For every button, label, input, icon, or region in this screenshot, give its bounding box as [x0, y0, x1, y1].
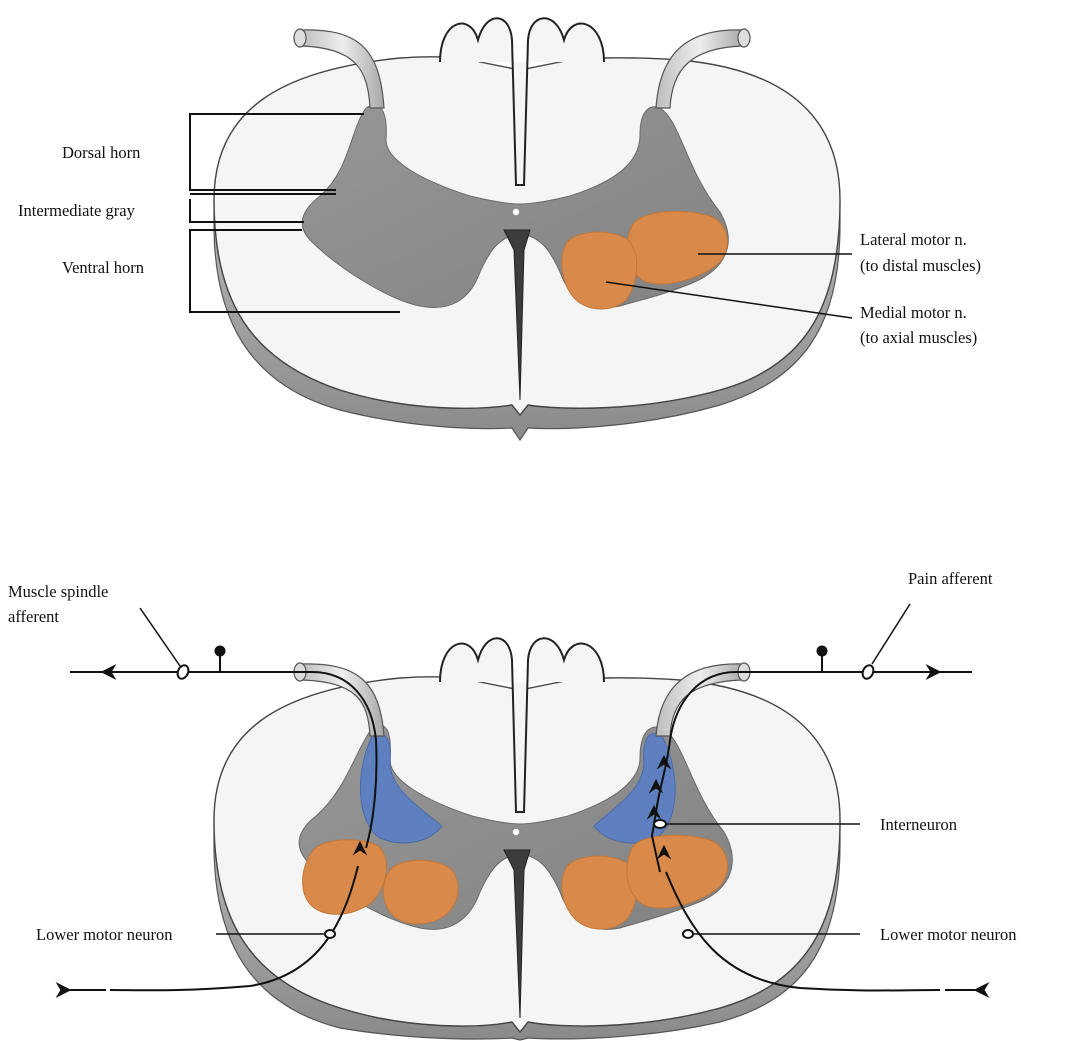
pain-afferent-label: Pain afferent — [908, 569, 993, 588]
muscle-spindle-label-line2: afferent — [8, 607, 59, 626]
lateral-motor-label-line1: Lateral motor n. — [860, 230, 967, 249]
intermediate-gray-label: Intermediate gray — [18, 201, 136, 220]
lower-central-canal — [513, 829, 519, 835]
pain-leader — [872, 604, 910, 664]
lateral-motor-label-line2: (to distal muscles) — [860, 256, 981, 275]
upper-central-canal — [513, 209, 519, 215]
lower-motor-neuron-label-right: Lower motor neuron — [880, 925, 1017, 944]
medial-motor-label-line1: Medial motor n. — [860, 303, 967, 322]
lower-motor-neuron-label-left: Lower motor neuron — [36, 925, 173, 944]
dorsal-horn-label: Dorsal horn — [62, 143, 140, 162]
lower-cord-section — [214, 638, 840, 1040]
spindle-leader — [140, 608, 180, 666]
muscle-spindle-label-line1: Muscle spindle — [8, 582, 108, 601]
medial-motor-label-line2: (to axial muscles) — [860, 328, 977, 347]
ventral-horn-label: Ventral horn — [62, 258, 144, 277]
upper-medial-motor-nucleus — [562, 232, 637, 309]
interneuron-label: Interneuron — [880, 815, 957, 834]
upper-cord-section — [214, 18, 840, 440]
